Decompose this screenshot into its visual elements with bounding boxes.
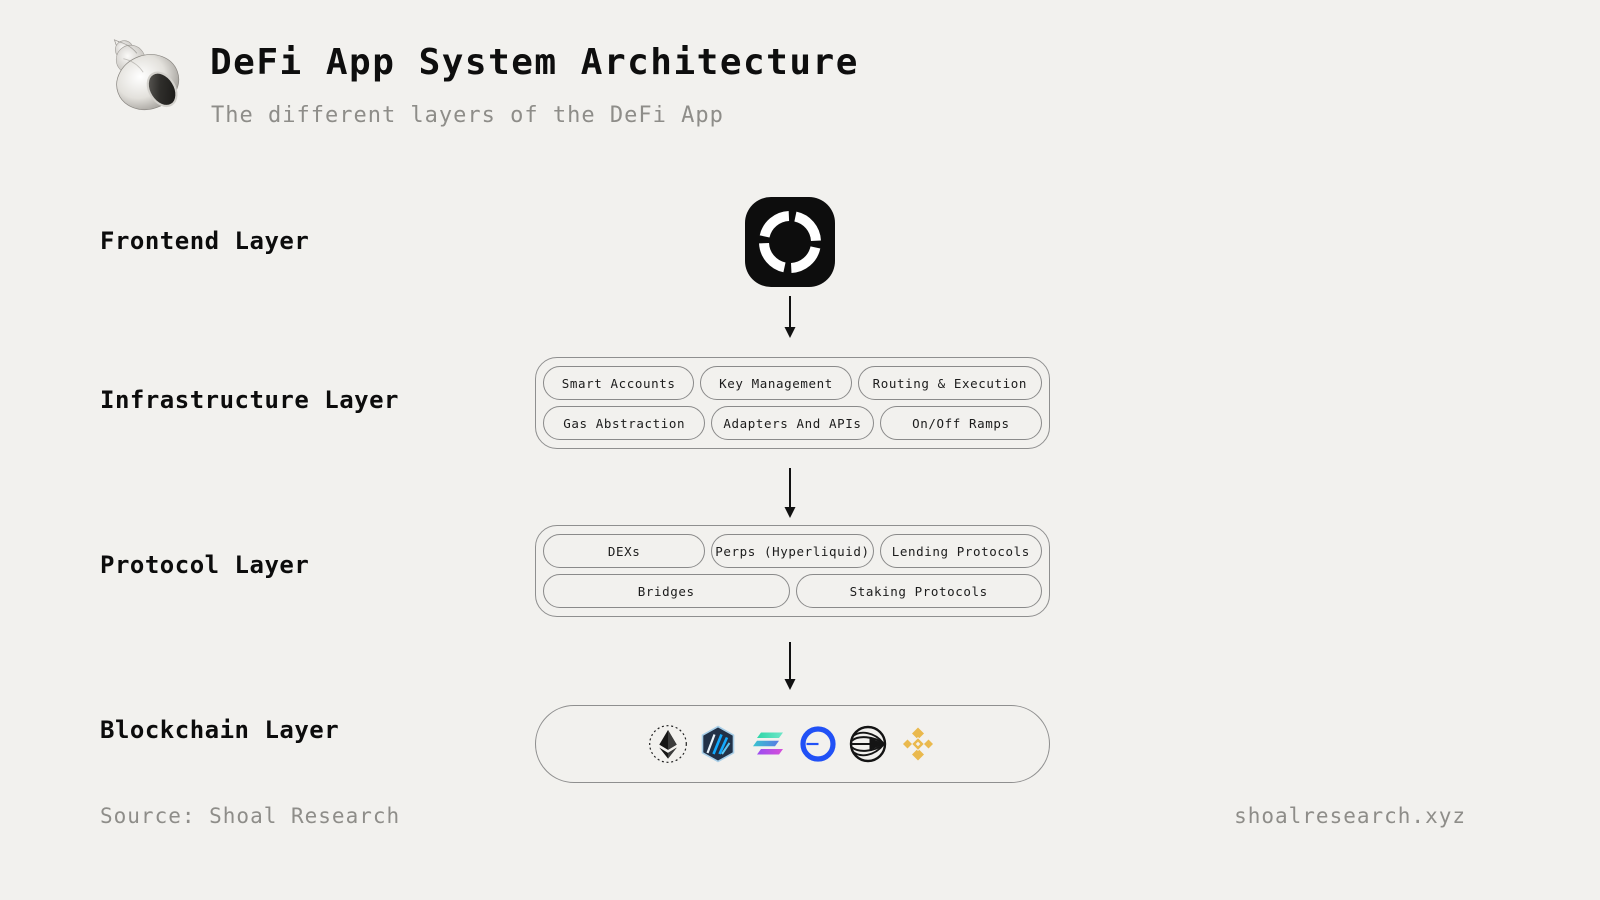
arbitrum-icon — [701, 725, 734, 763]
ethereum-icon — [648, 725, 687, 763]
bnb-chain-icon — [902, 727, 933, 761]
pill-lending-protocols: Lending Protocols — [879, 534, 1042, 568]
label-frontend-layer: Frontend Layer — [100, 227, 310, 255]
down-arrow — [784, 642, 796, 690]
infrastructure-layer-box: Smart Accounts Key Management Routing & … — [535, 357, 1050, 449]
pill-key-management: Key Management — [700, 366, 852, 400]
label-infrastructure-layer: Infrastructure Layer — [100, 386, 399, 414]
pill-routing-execution: Routing & Execution — [857, 366, 1042, 400]
down-arrow — [784, 296, 796, 338]
page-title: DeFi App System Architecture — [210, 42, 859, 83]
pill-perps-hyperliquid: Perps (Hyperliquid) — [711, 534, 874, 568]
down-arrow — [784, 468, 796, 518]
shell-logo — [113, 39, 180, 111]
label-blockchain-layer: Blockchain Layer — [100, 716, 340, 744]
defi-app-logo-icon — [745, 197, 835, 287]
pill-on-off-ramps: On/Off Ramps — [879, 406, 1042, 440]
solana-icon — [752, 732, 783, 755]
base-icon — [799, 726, 836, 762]
pill-staking-protocols: Staking Protocols — [795, 574, 1042, 608]
protocol-row-1: DEXs Perps (Hyperliquid) Lending Protoco… — [543, 534, 1042, 568]
infrastructure-row-1: Smart Accounts Key Management Routing & … — [543, 366, 1042, 400]
pill-gas-abstraction: Gas Abstraction — [543, 406, 706, 440]
segmented-ring-icon — [759, 211, 821, 273]
pill-smart-accounts: Smart Accounts — [543, 366, 695, 400]
protocol-layer-box: DEXs Perps (Hyperliquid) Lending Protoco… — [535, 525, 1050, 617]
label-protocol-layer: Protocol Layer — [100, 551, 310, 579]
pill-bridges: Bridges — [543, 574, 790, 608]
page-subtitle: The different layers of the DeFi App — [211, 103, 724, 128]
blockchain-layer-box — [535, 705, 1050, 783]
website-url: shoalresearch.xyz — [1234, 804, 1466, 828]
pill-dexs: DEXs — [543, 534, 706, 568]
infrastructure-row-2: Gas Abstraction Adapters And APIs On/Off… — [543, 406, 1042, 440]
protocol-row-2: Bridges Staking Protocols — [543, 574, 1042, 608]
sonic-icon — [849, 725, 886, 763]
source-credit: Source: Shoal Research — [100, 804, 401, 828]
pill-adapters-apis: Adapters And APIs — [711, 406, 874, 440]
